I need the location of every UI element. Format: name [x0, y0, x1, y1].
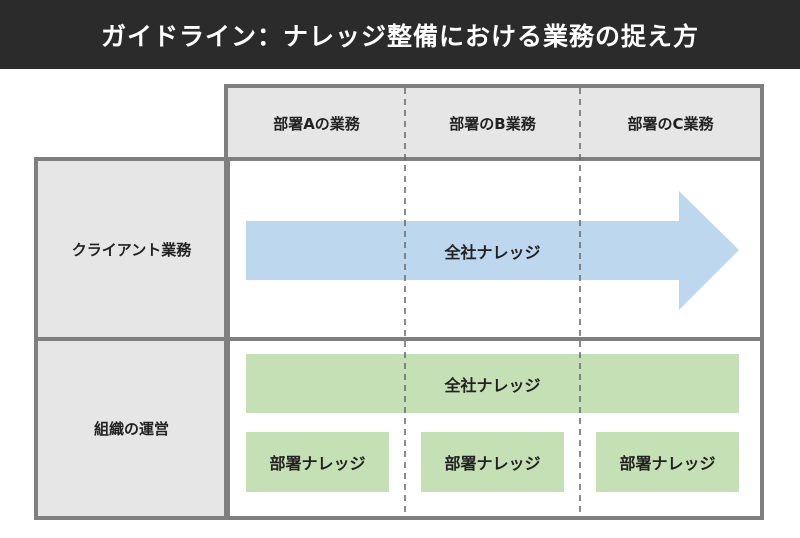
dept-knowledge-box-c: [596, 432, 739, 492]
dept-knowledge-label-b: 部署ナレッジ: [444, 454, 541, 473]
column-header-a: 部署Aの業務: [273, 114, 360, 133]
dept-knowledge-label-c: 部署ナレッジ: [619, 454, 716, 473]
arrow-label: 全社ナレッジ: [444, 242, 541, 262]
column-header-b: 部署のB業務: [449, 114, 536, 133]
company-bar-label: 全社ナレッジ: [444, 375, 541, 395]
company-knowledge-bar: [246, 354, 739, 413]
column-header-c: 部署のC業務: [627, 114, 714, 133]
row-label-org: 組織の運営: [93, 420, 169, 438]
dept-knowledge-box-a: [246, 432, 389, 492]
dept-knowledge-label-a: 部署ナレッジ: [269, 454, 366, 473]
column-header-background: [228, 87, 761, 158]
company-knowledge-arrow: [246, 191, 739, 310]
row-header-background-org: [37, 340, 226, 517]
dept-knowledge-box-b: [421, 432, 564, 492]
row-label-client: クライアント業務: [71, 240, 192, 259]
row-header-background-client: [37, 160, 226, 338]
page-title: ガイドライン：ナレッジ整備における業務の捉え方: [0, 0, 800, 69]
